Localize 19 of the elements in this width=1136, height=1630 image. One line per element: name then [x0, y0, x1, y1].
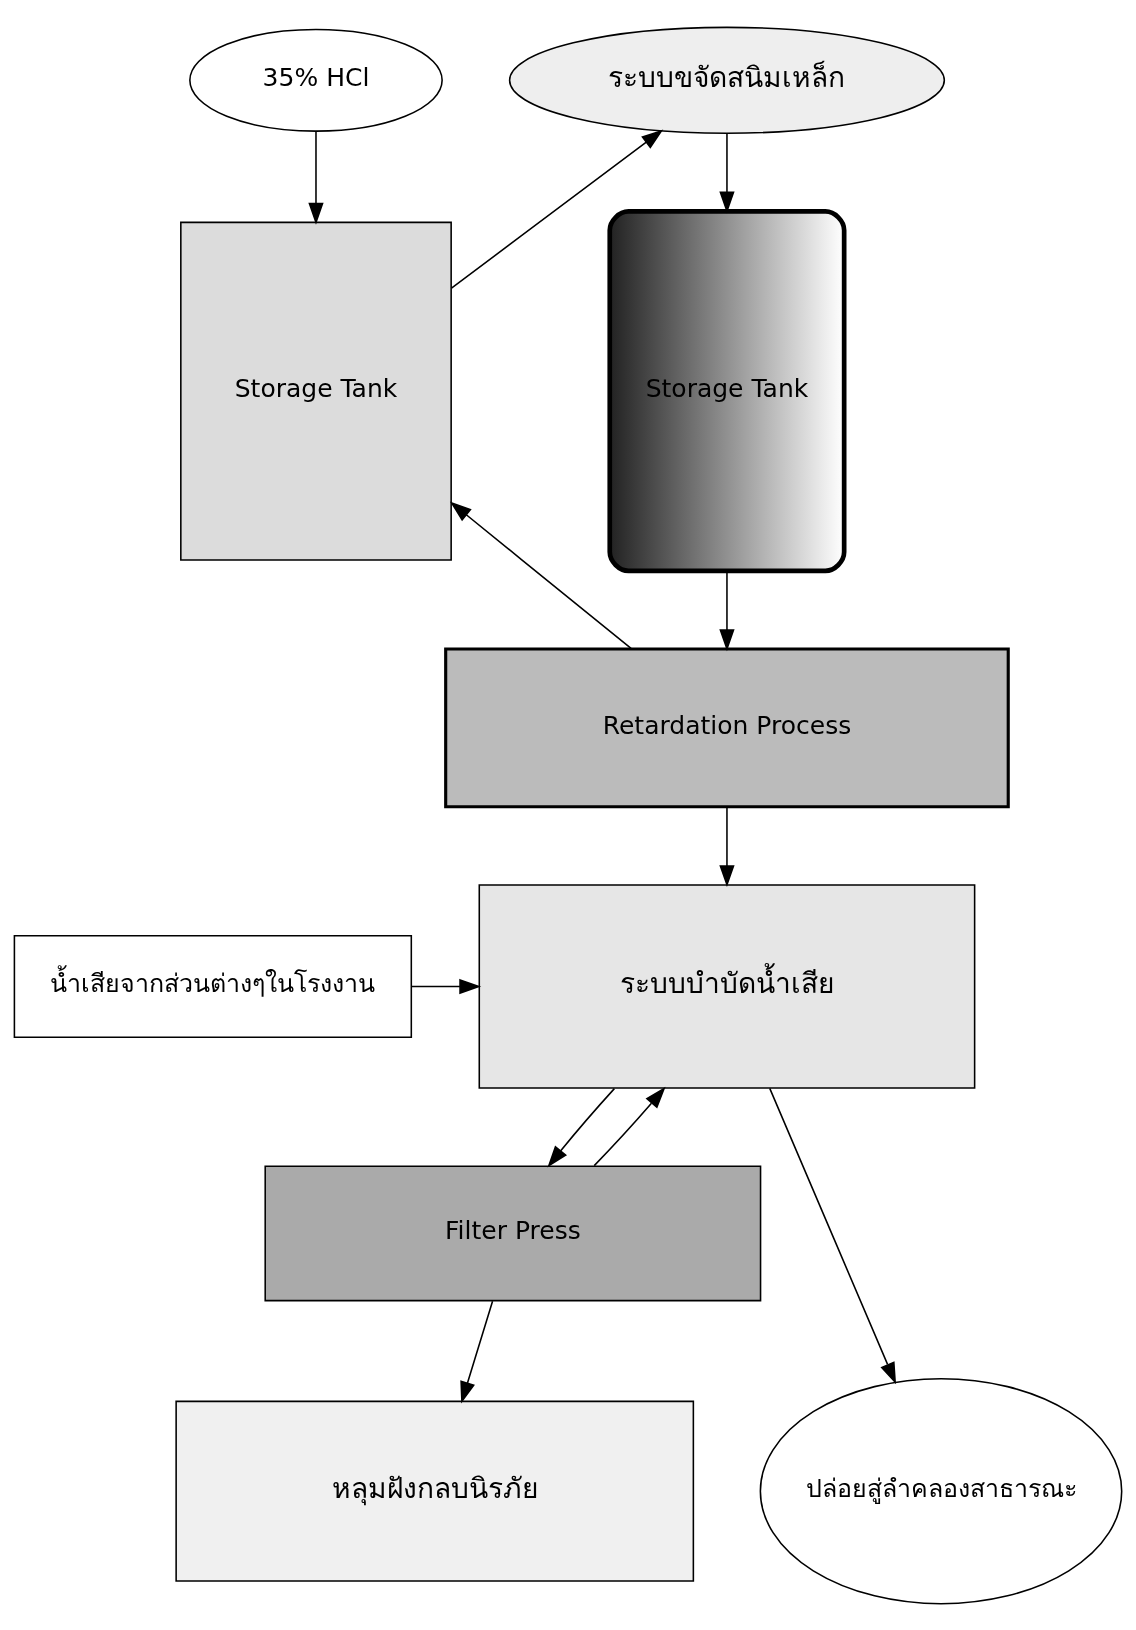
arrow [547, 1087, 616, 1167]
node-ellipse: 35% HCl [189, 28, 443, 132]
arrow [719, 806, 735, 887]
node-box: หลุมฝังกลบนิรภัย [175, 1400, 695, 1582]
node-box: Retardation Process [444, 646, 1010, 808]
arrow [460, 1299, 494, 1403]
arrow [593, 1086, 666, 1166]
node-box: Storage Tank [180, 221, 452, 561]
node-ellipse: ปล่อยสู่ลำคลองสาธารณะ [759, 1377, 1123, 1605]
arrow [449, 500, 632, 649]
node-ellipse: ระบบขจัดสนิมเหล็ก [508, 26, 946, 134]
node-box: น้ำเสียจากส่วนต่างๆในโรงงาน [13, 934, 413, 1038]
node-box: ระบบบำบัดน้ำเสีย [478, 883, 976, 1089]
arrow [410, 978, 482, 994]
arrow [769, 1087, 897, 1384]
node-box: Storage Tank [607, 208, 847, 573]
arrow [308, 130, 324, 225]
node-box: Filter Press [264, 1164, 762, 1301]
arrow [450, 129, 664, 289]
